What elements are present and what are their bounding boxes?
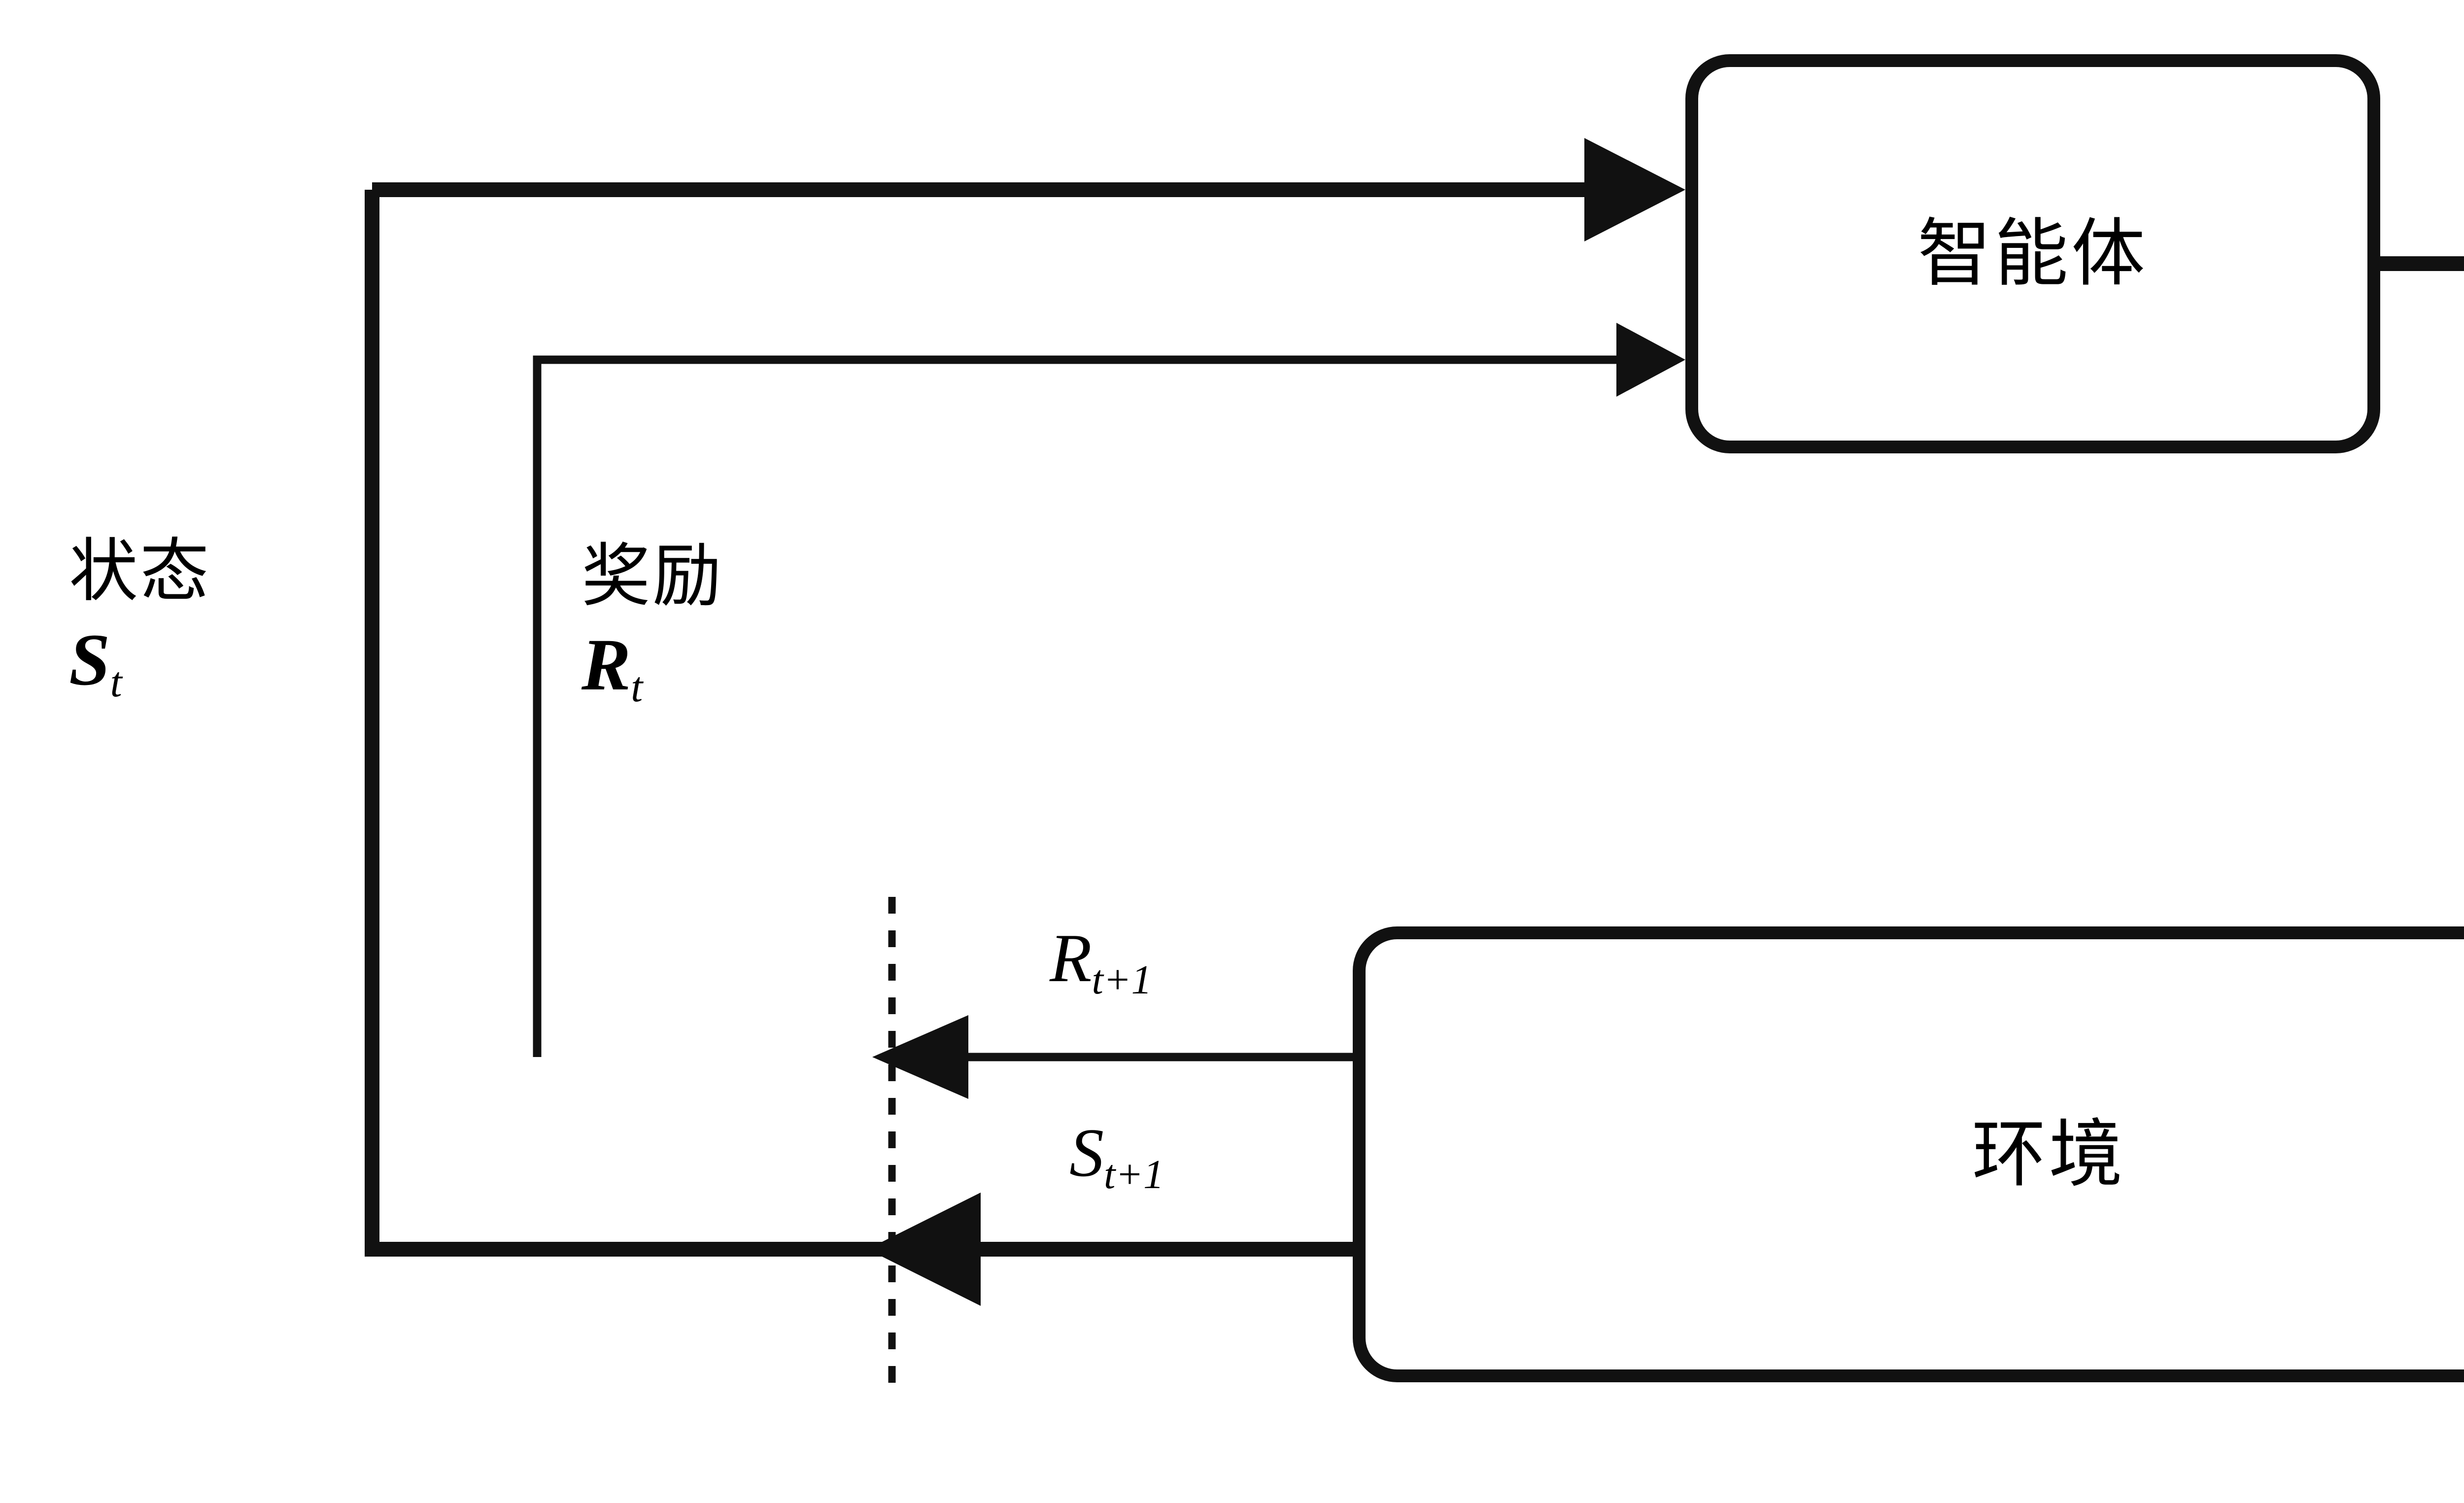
- state-next-base: S: [1069, 1115, 1104, 1191]
- state-label-group: 状态 St: [69, 531, 211, 704]
- reward-next-base: R: [1050, 920, 1092, 996]
- reward-emit-arrowhead: [872, 1015, 968, 1099]
- reward-label-group: 奖励 Rt: [582, 536, 724, 709]
- environment-node-label: 环境: [1972, 1111, 2126, 1197]
- state-symbol-sub: t: [110, 658, 122, 706]
- reward-symbol-sub: t: [631, 663, 643, 711]
- reward-symbol: Rt: [582, 628, 643, 708]
- state-next-label: St+1: [1069, 1119, 1164, 1196]
- environment-node[interactable]: 环境: [1353, 926, 2464, 1382]
- agent-node[interactable]: 智能体: [1685, 54, 2380, 453]
- state-symbol-base: S: [69, 619, 110, 701]
- reward-symbol-base: R: [582, 624, 631, 706]
- reward-arrowhead-into-agent: [1616, 323, 1685, 397]
- state-emit-arrowhead: [867, 1193, 981, 1306]
- reward-next-label: Rt+1: [1050, 924, 1152, 1001]
- state-feedback-path-lower: [365, 190, 926, 1257]
- state-arrowhead-into-agent: [1584, 138, 1685, 241]
- reward-feedback-path: [533, 355, 1634, 1057]
- reward-label-cn: 奖励: [582, 536, 724, 616]
- state-label-cn: 状态: [69, 531, 211, 612]
- reward-next-sub: t+1: [1092, 957, 1152, 1003]
- state-symbol: St: [69, 623, 122, 703]
- agent-node-label: 智能体: [1917, 211, 2148, 297]
- state-next-sub: t+1: [1104, 1152, 1164, 1198]
